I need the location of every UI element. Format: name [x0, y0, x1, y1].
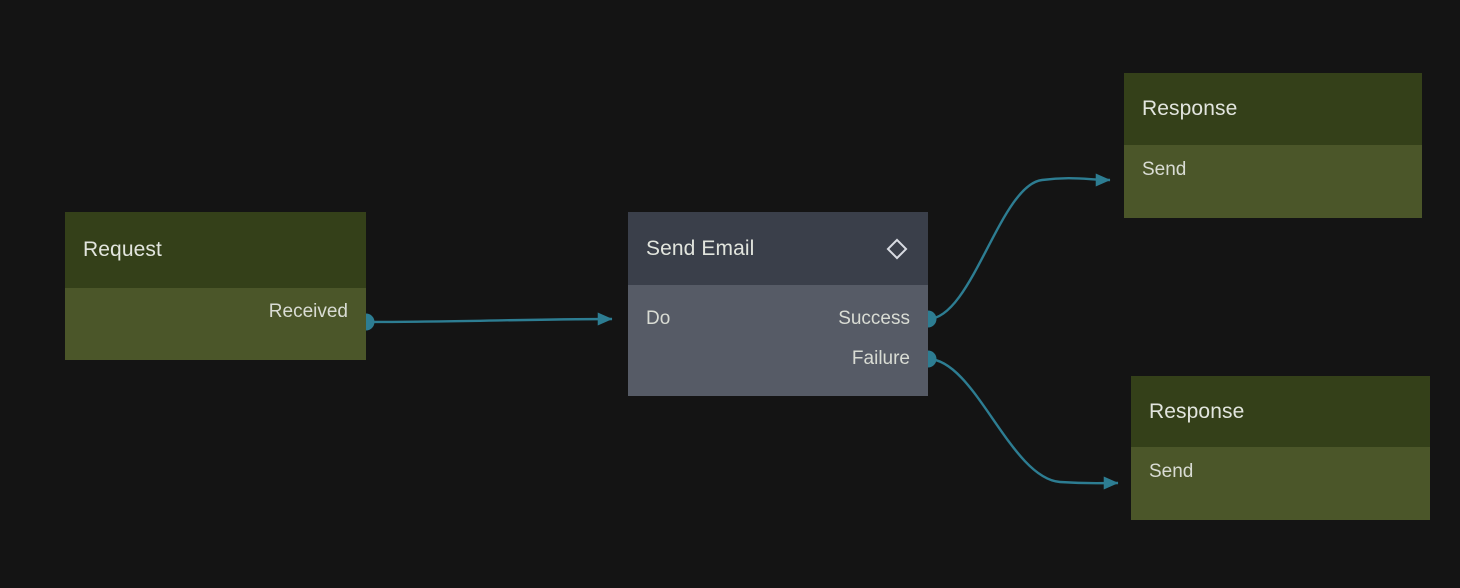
port-send-email-failure[interactable]: Failure [852, 348, 910, 370]
node-response-failure-header[interactable]: Response [1131, 376, 1430, 447]
port-response-success-send-label: Send [1142, 159, 1187, 180]
node-request-title: Request [83, 238, 162, 261]
node-send-email-title: Send Email [646, 236, 755, 260]
port-send-email-success[interactable]: Success [838, 308, 910, 330]
node-response-success-body: Send [1124, 145, 1422, 218]
node-response-failure[interactable]: Response Send [1131, 376, 1430, 520]
node-send-email[interactable]: Send Email Do Success Failure [628, 212, 928, 396]
port-request-received[interactable]: Received [269, 301, 348, 323]
node-response-success-header[interactable]: Response [1124, 73, 1422, 145]
edge-failure-to-send[interactable] [927, 357, 1119, 490]
port-send-email-success-label: Success [838, 308, 910, 329]
edge-received-to-do[interactable] [365, 312, 613, 326]
node-send-email-body: Do Success Failure [628, 285, 928, 396]
port-send-email-failure-label: Failure [851, 348, 910, 369]
node-request-body: Received [65, 288, 366, 360]
node-response-success[interactable]: Response Send [1124, 73, 1422, 218]
node-send-email-header[interactable]: Send Email [628, 212, 928, 285]
port-response-failure-send[interactable]: Send [1149, 461, 1193, 483]
node-response-failure-body: Send [1131, 447, 1430, 520]
port-response-failure-send-label: Send [1149, 461, 1194, 482]
node-request-header[interactable]: Request [65, 212, 366, 288]
node-response-failure-title: Response [1149, 399, 1245, 423]
diamond-icon [884, 236, 910, 262]
port-send-email-do[interactable]: Do [646, 308, 670, 330]
node-response-success-title: Response [1142, 97, 1238, 120]
port-request-received-label: Received [268, 301, 348, 322]
port-response-success-send[interactable]: Send [1142, 159, 1186, 181]
node-request[interactable]: Request Received [65, 212, 366, 360]
edge-success-to-send[interactable] [927, 173, 1111, 321]
port-send-email-do-label: Do [646, 308, 671, 329]
